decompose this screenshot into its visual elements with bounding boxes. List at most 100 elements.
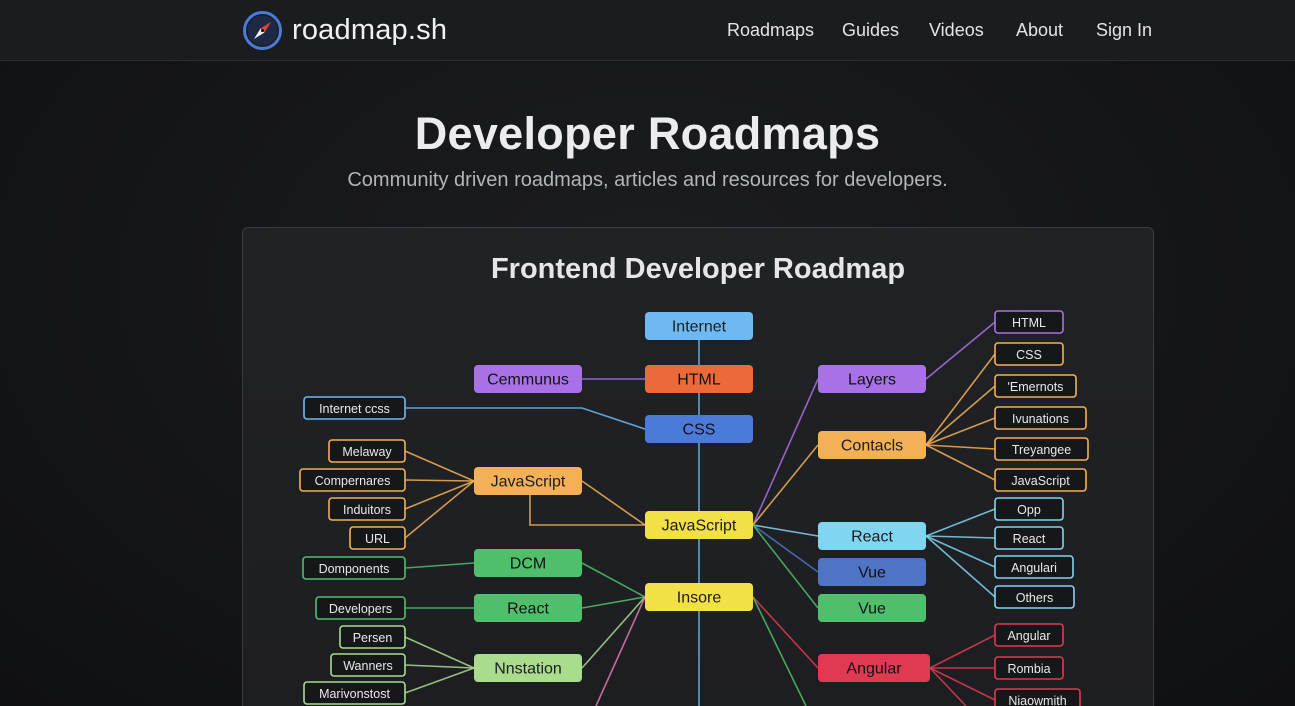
connector-line xyxy=(925,535,996,539)
roadmap-node-html[interactable]: HTML xyxy=(645,365,753,393)
leaf-label: Marivonstost xyxy=(319,687,390,701)
leaf-label: 'Emernots xyxy=(1008,380,1064,394)
roadmap-node-react-right[interactable]: React xyxy=(818,522,926,550)
leaf-box xyxy=(994,656,1064,680)
node-box xyxy=(645,583,753,611)
roadmap-leaf-compernares[interactable]: Compernares xyxy=(299,468,406,492)
roadmap-node-insore[interactable]: Insore xyxy=(645,583,753,611)
roadmap-node-vue-2[interactable]: Vue xyxy=(818,594,926,622)
connector-line xyxy=(925,444,996,450)
roadmap-node-javascript-left[interactable]: JavaScript xyxy=(474,467,582,495)
roadmap-leaf-induitors[interactable]: Induitors xyxy=(328,497,406,521)
roadmap-nodes: InternetHTMLCSSJavaScriptInsoreCemmunusJ… xyxy=(299,310,1089,706)
roadmap-leaf-r-niaowmith[interactable]: Niaowmith xyxy=(994,688,1081,706)
roadmap-leaf-r-javascript[interactable]: JavaScript xyxy=(994,468,1087,492)
leaf-box xyxy=(994,555,1074,579)
roadmap-node-internet[interactable]: Internet xyxy=(645,312,753,340)
node-box xyxy=(474,594,582,622)
roadmap-leaf-internet-access[interactable]: Internet ссss xyxy=(303,396,406,420)
roadmap-leaf-r-others[interactable]: Others xyxy=(994,585,1075,609)
leaf-box xyxy=(994,437,1089,461)
node-box xyxy=(818,558,926,586)
roadmap-node-react-left[interactable]: React xyxy=(474,594,582,622)
leaf-box xyxy=(994,585,1075,609)
top-navbar: roadmap.sh Roadmaps Guides Videos About … xyxy=(0,0,1295,61)
roadmap-node-contacls[interactable]: Contacls xyxy=(818,431,926,459)
nav-roadmaps[interactable]: Roadmaps xyxy=(727,20,815,40)
nav-guides[interactable]: Guides xyxy=(842,20,900,40)
leaf-label: React xyxy=(1013,532,1046,546)
roadmap-leaf-r-rombia[interactable]: Rombia xyxy=(994,656,1064,680)
node-label: Vue xyxy=(858,565,886,582)
roadmap-leaf-persen[interactable]: Persen xyxy=(339,625,406,649)
node-label: React xyxy=(851,529,893,546)
roadmap-leaf-r-treyangee[interactable]: Treyangee xyxy=(994,437,1089,461)
roadmap-node-css[interactable]: CSS xyxy=(645,415,753,443)
roadmap-node-cemmunus[interactable]: Cemmunus xyxy=(474,365,582,393)
roadmap-node-dcm[interactable]: DCM xyxy=(474,549,582,577)
connector-line xyxy=(581,480,646,526)
roadmap-leaf-domponents[interactable]: Domponents xyxy=(302,556,406,580)
nav-about[interactable]: About xyxy=(1016,20,1064,40)
node-box xyxy=(645,415,753,443)
connector-line xyxy=(581,596,646,669)
connector-line xyxy=(405,407,646,430)
connector-line xyxy=(404,450,475,482)
main-nav: Roadmaps Guides Videos About Sign In xyxy=(0,19,1295,43)
node-label: Insore xyxy=(677,590,722,607)
home-logo-link[interactable]: roadmap.sh xyxy=(242,9,447,51)
roadmap-leaf-r-angulari[interactable]: Angulari xyxy=(994,555,1074,579)
nav-videos[interactable]: Videos xyxy=(929,20,984,40)
roadmap-leaf-developers[interactable]: Developers xyxy=(315,596,406,620)
roadmap-leaf-r-html[interactable]: HTML xyxy=(994,310,1064,334)
leaf-box xyxy=(994,406,1087,430)
connector-line xyxy=(404,479,475,482)
leaf-box xyxy=(330,653,406,677)
roadmap-node-javascript[interactable]: JavaScript xyxy=(645,511,753,539)
roadmap-leaf-r-emernots[interactable]: 'Emernots xyxy=(994,374,1077,398)
connector-line xyxy=(752,596,819,669)
connector-line xyxy=(595,596,646,706)
node-box xyxy=(645,511,753,539)
connector-line xyxy=(752,524,819,609)
connector-line xyxy=(925,417,996,446)
leaf-box xyxy=(328,497,406,521)
roadmap-node-layers[interactable]: Layers xyxy=(818,365,926,393)
connector-line xyxy=(404,664,475,669)
leaf-box xyxy=(299,468,406,492)
connector-line xyxy=(404,667,475,694)
roadmap-leaf-r-react[interactable]: React xyxy=(994,526,1064,550)
leaf-label: URL xyxy=(365,532,390,546)
roadmap-leaf-melaway[interactable]: Melaway xyxy=(328,439,406,463)
roadmap-leaf-r-opp[interactable]: Opp xyxy=(994,497,1064,521)
connector-line xyxy=(925,353,996,446)
leaf-label: Wanners xyxy=(343,659,393,673)
roadmap-leaf-r-css[interactable]: CSS xyxy=(994,342,1064,366)
connector-line xyxy=(925,535,996,568)
leaf-box xyxy=(994,468,1087,492)
connector-line xyxy=(925,385,996,446)
leaf-label: Opp xyxy=(1017,503,1041,517)
leaf-label: JavaScript xyxy=(1011,474,1070,488)
roadmap-node-vue-1[interactable]: Vue xyxy=(818,558,926,586)
roadmap-leaf-r-ivunations[interactable]: Ivunations xyxy=(994,406,1087,430)
leaf-label: Angulari xyxy=(1011,561,1057,575)
roadmap-leaf-wanners[interactable]: Wanners xyxy=(330,653,406,677)
nav-sign-in[interactable]: Sign In xyxy=(1096,20,1153,40)
node-label: Contacls xyxy=(841,438,903,455)
roadmap-leaf-marivonstost[interactable]: Marivonstost xyxy=(303,681,406,705)
leaf-label: Rombia xyxy=(1007,662,1050,676)
node-box xyxy=(818,522,926,550)
node-label: Internet xyxy=(672,319,727,336)
roadmap-leaf-url[interactable]: URL xyxy=(349,526,406,550)
roadmap-node-nnstation[interactable]: Nnstation xyxy=(474,654,582,682)
node-box xyxy=(645,312,753,340)
connector-line xyxy=(925,444,996,481)
connector-line xyxy=(404,562,475,569)
node-label: Layers xyxy=(848,372,896,389)
connector-line xyxy=(929,634,996,669)
node-box xyxy=(818,365,926,393)
roadmap-leaf-r-angular[interactable]: Angular xyxy=(994,623,1064,647)
roadmap-node-angular[interactable]: Angular xyxy=(818,654,930,682)
